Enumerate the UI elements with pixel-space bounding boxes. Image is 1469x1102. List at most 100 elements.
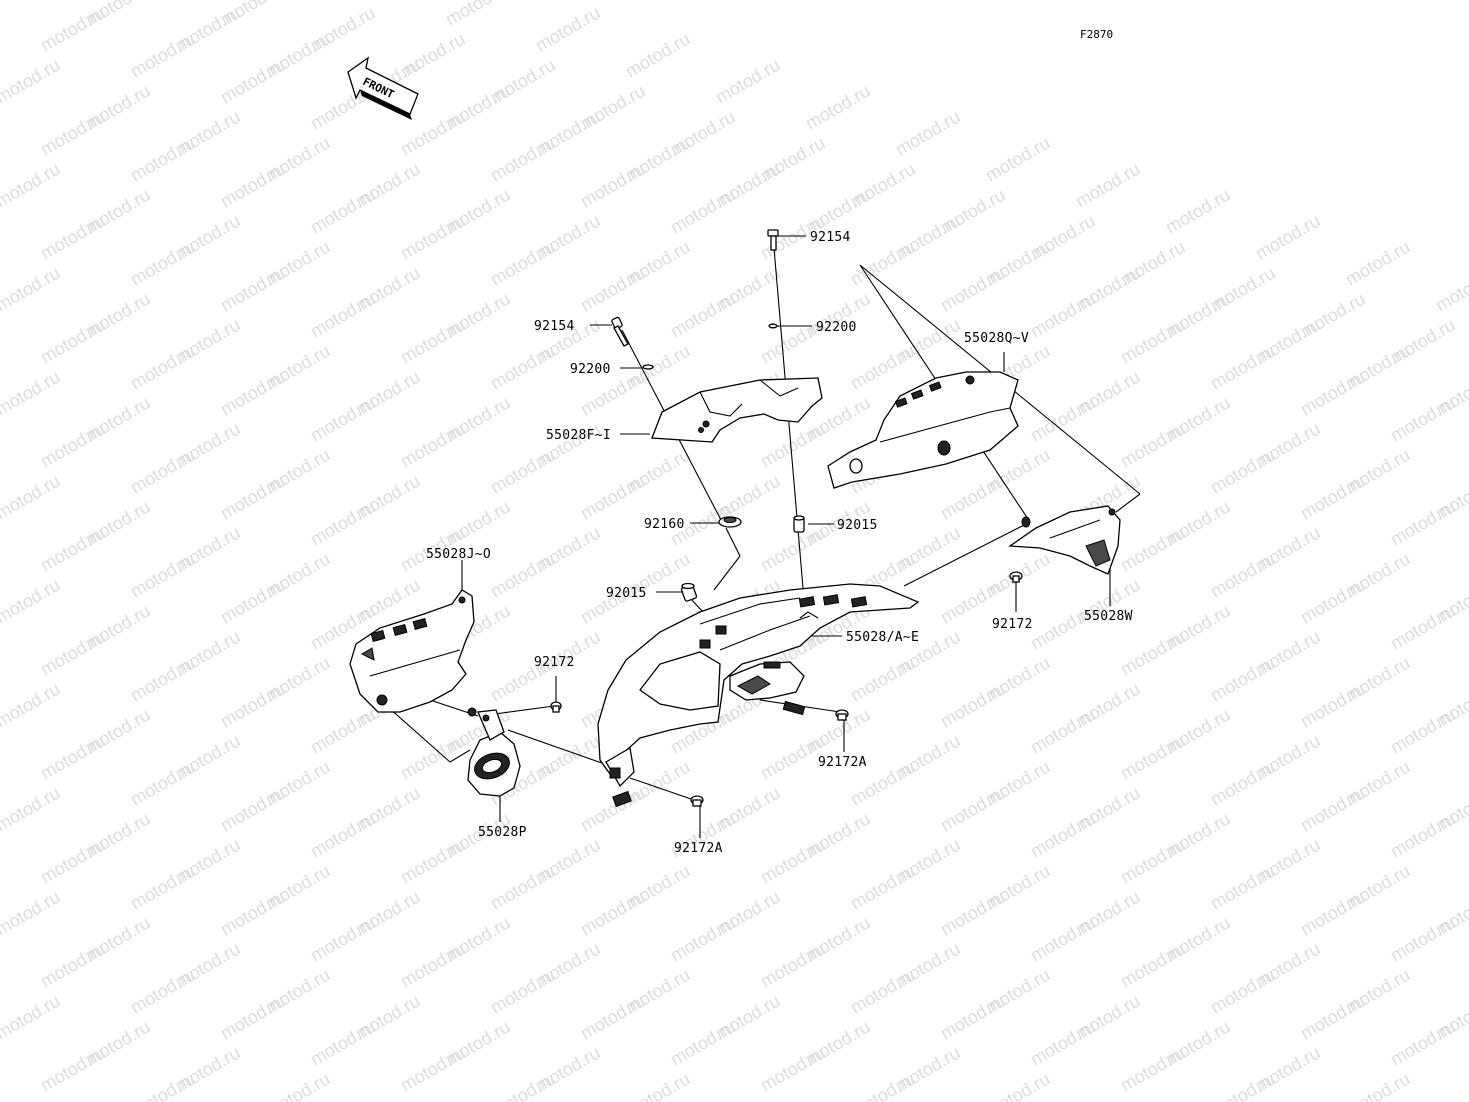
watermark-text: motod.ru: [577, 991, 649, 1044]
watermark-text: motod.ru: [1162, 185, 1234, 238]
watermark-text: motod.ru: [937, 783, 1009, 836]
watermark-text: motod.ru: [1342, 1069, 1414, 1102]
watermark-text: motod.ru: [352, 0, 424, 3]
watermark-text: motod.ru: [1297, 783, 1369, 836]
watermark-text: motod.ru: [1387, 913, 1459, 966]
watermark-text: motod.ru: [0, 783, 64, 836]
watermark-text: motod.ru: [487, 965, 559, 1018]
watermark-text: motod.ru: [1207, 341, 1279, 394]
watermark-text: motod.ru: [0, 55, 64, 108]
watermark-text: motod.ru: [1387, 1017, 1459, 1070]
watermark-text: motod.ru: [667, 289, 739, 342]
watermark-text: motod.ru: [1207, 549, 1279, 602]
watermark-text: motod.ru: [307, 705, 379, 758]
watermark-text: motod.ru: [442, 0, 514, 29]
watermark-text: motod.ru: [1387, 809, 1459, 862]
label-washer-92200-top: 92200: [816, 320, 857, 335]
label-cover-55028P: 55028P: [478, 825, 527, 840]
watermark-text: motod.ru: [217, 679, 289, 732]
watermark-text: motod.ru: [577, 263, 649, 316]
watermark-text: motod.ru: [307, 393, 379, 446]
watermark-text: motod.ru: [217, 263, 289, 316]
watermark-text: motod.ru: [1207, 757, 1279, 810]
watermark-text: motod.ru: [217, 575, 289, 628]
watermark-text: motod.ru: [127, 445, 199, 498]
right-upper-cover-part: [827, 371, 1019, 489]
washer-92200-top: [768, 323, 778, 329]
watermark-text: motod.ru: [217, 783, 289, 836]
watermark-text: motod.ru: [1297, 679, 1369, 732]
watermark-text: motod.ru: [1297, 471, 1369, 524]
watermark-text: motod.ru: [1027, 705, 1099, 758]
watermark-text: motod.ru: [307, 1017, 379, 1070]
watermark-text: motod.ru: [0, 575, 64, 628]
label-bolt-92172-right: 92172: [992, 617, 1033, 632]
label-cover-55028J-O: 55028J~O: [426, 547, 491, 562]
watermark-text: motod.ru: [1027, 913, 1099, 966]
label-bolt-92172A-center: 92172A: [818, 755, 867, 770]
watermark-text: motod.ru: [1117, 419, 1189, 472]
watermark-text: motod.ru: [937, 263, 1009, 316]
watermark-text: motod.ru: [37, 627, 109, 680]
bolt-92172A-lower: [690, 795, 704, 807]
collar-92015-left: [680, 582, 698, 602]
label-bolt-92172-left: 92172: [534, 655, 575, 670]
watermark-text: motod.ru: [1207, 653, 1279, 706]
watermark-text: motod.ru: [307, 913, 379, 966]
watermark-text: motod.ru: [487, 549, 559, 602]
watermark-text: motod.ru: [37, 731, 109, 784]
watermark-text: motod.ru: [397, 1043, 469, 1096]
watermark-text: motod.ru: [127, 29, 199, 82]
watermark-text: motod.ru: [487, 1069, 559, 1102]
watermark-text: motod.ru: [1027, 809, 1099, 862]
label-washer-92200-left: 92200: [570, 362, 611, 377]
watermark-text: motod.ru: [397, 211, 469, 264]
watermark-text: motod.ru: [0, 991, 64, 1044]
watermark-text: motod.ru: [622, 29, 694, 82]
watermark-text: motod.ru: [577, 575, 649, 628]
watermark-text: motod.ru: [37, 107, 109, 160]
watermark-text: motod.ru: [0, 263, 64, 316]
watermark-text: motod.ru: [1207, 861, 1279, 914]
watermark-text: motod.ru: [757, 523, 829, 576]
grommet-92160: [718, 516, 742, 528]
front-direction-arrow: FRONT: [347, 56, 419, 120]
watermark-text: motod.ru: [487, 133, 559, 186]
watermark-text: motod.ru: [37, 835, 109, 888]
label-collar-92015-right: 92015: [837, 518, 878, 533]
watermark-text: motod.ru: [982, 133, 1054, 186]
upper-cover-part: [651, 377, 823, 443]
watermark-text: motod.ru: [1297, 991, 1369, 1044]
figure-code: F2870: [1080, 28, 1113, 41]
watermark-text: motod.ru: [0, 159, 64, 212]
watermark-text: motod.ru: [127, 965, 199, 1018]
watermark-text: motod.ru: [487, 445, 559, 498]
watermark-text: motod.ru: [847, 653, 919, 706]
watermark-text: motod.ru: [847, 965, 919, 1018]
watermark-text: motod.ru: [127, 237, 199, 290]
watermark-text: motod.ru: [127, 653, 199, 706]
collar-92015-right: [793, 515, 805, 533]
watermark-text: motod.ru: [37, 1043, 109, 1096]
watermark-text: motod.ru: [217, 991, 289, 1044]
watermark-text: motod.ru: [1297, 367, 1369, 420]
watermark-text: motod.ru: [127, 549, 199, 602]
watermark-text: motod.ru: [1387, 393, 1459, 446]
watermark-text: motod.ru: [667, 185, 739, 238]
watermark-text: motod.ru: [1117, 627, 1189, 680]
watermark-text: motod.ru: [1387, 497, 1459, 550]
watermark-text: motod.ru: [1027, 1017, 1099, 1070]
watermark-text: motod.ru: [847, 1069, 919, 1102]
main-cowl-part: [597, 583, 920, 808]
watermark-text: motod.ru: [217, 55, 289, 108]
watermark-text: motod.ru: [532, 3, 604, 56]
watermark-text: motod.ru: [1117, 939, 1189, 992]
watermark-text: motod.ru: [757, 1043, 829, 1096]
watermark-text: motod.ru: [1207, 965, 1279, 1018]
watermark-text: motod.ru: [847, 237, 919, 290]
bolt-92172-right: [1009, 571, 1023, 583]
watermark-text: motod.ru: [487, 861, 559, 914]
watermark-text: motod.ru: [1297, 575, 1369, 628]
watermark-text: motod.ru: [757, 939, 829, 992]
watermark-text: motod.ru: [217, 159, 289, 212]
